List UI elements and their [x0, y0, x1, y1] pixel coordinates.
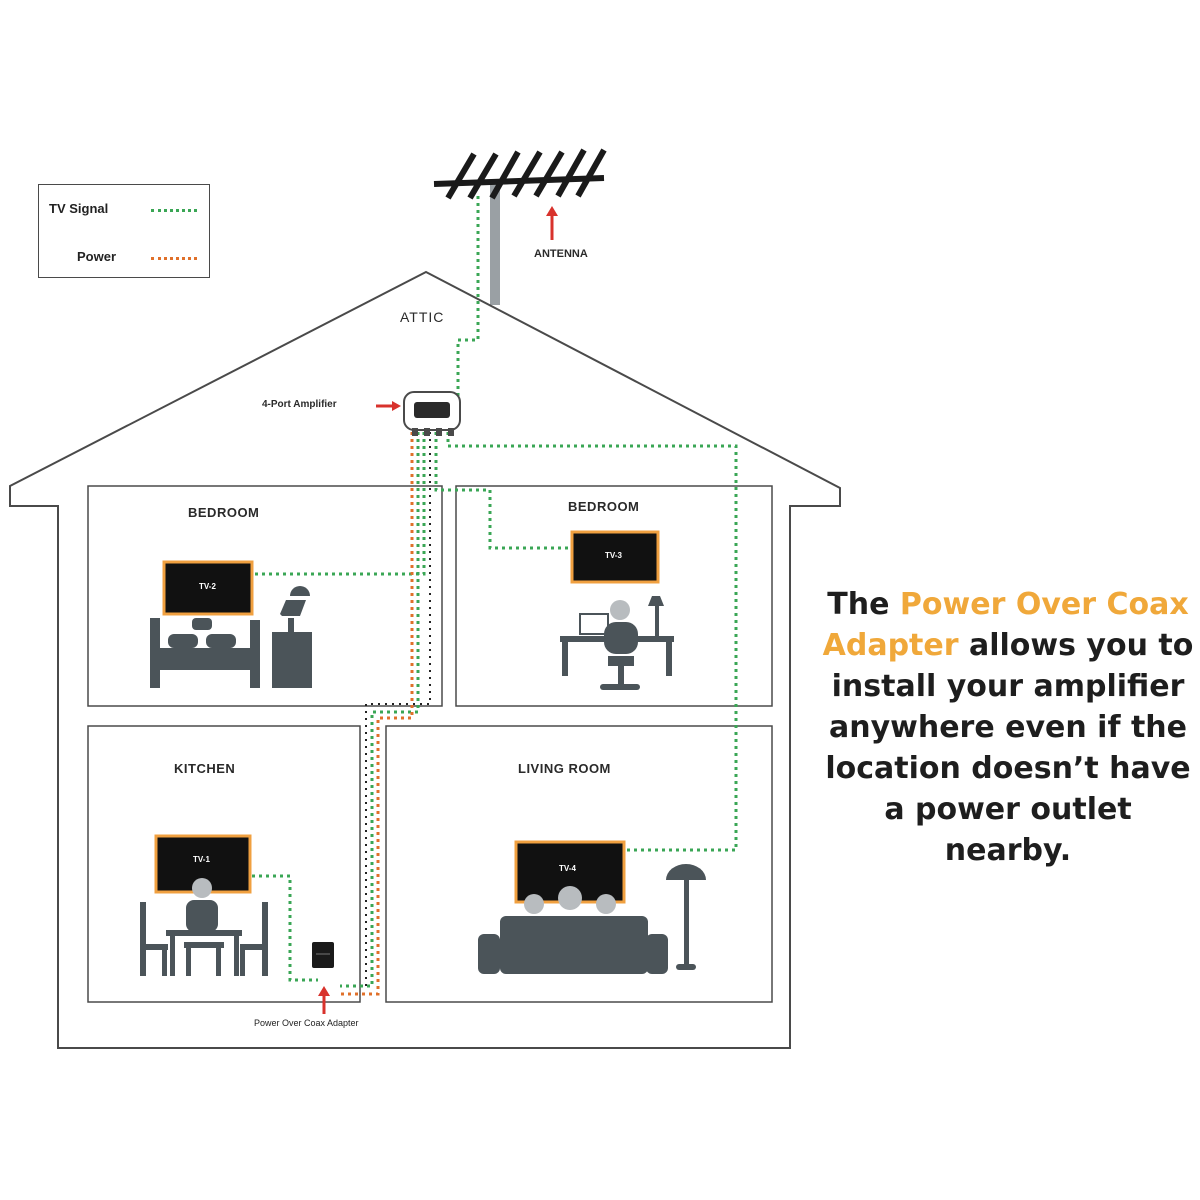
description-highlight: Power Over Coax Adapter [822, 587, 1189, 663]
room-title-kitchen: KITCHEN [174, 761, 236, 776]
adapter-arrow-icon [318, 986, 330, 1014]
power-lines [340, 432, 414, 996]
room-bedroom-right [455, 485, 773, 707]
room-bedroom-left [87, 485, 443, 707]
tv-2-screen [162, 560, 254, 616]
antenna-arrow-icon [546, 206, 558, 240]
house-outline [9, 270, 841, 1049]
antenna-label: ANTENNA [534, 248, 588, 260]
description-pre: The [827, 587, 900, 622]
description-text: The Power Over Coax Adapter allows you t… [816, 584, 1200, 871]
desk-icon [560, 596, 674, 690]
adapter-icon [312, 942, 334, 968]
bed-icon [150, 618, 260, 688]
amplifier-icon [403, 391, 461, 436]
room-title-bedroom-right: BEDROOM [568, 499, 640, 514]
legend-tv-signal-label: TV Signal [49, 201, 109, 216]
tv-3-label: TV-3 [605, 551, 622, 560]
tv-4-label: TV-4 [559, 864, 576, 873]
legend-tv-signal-swatch [151, 209, 197, 212]
sofa-icon [478, 886, 668, 974]
legend-power-swatch [151, 257, 197, 260]
antenna-icon [433, 148, 607, 305]
legend-power-label: Power [77, 249, 117, 264]
adapter-label: Power Over Coax Adapter [254, 1018, 359, 1028]
dining-table-icon [140, 878, 268, 976]
amplifier-label: 4-Port Amplifier [262, 399, 337, 410]
description-post: allows you to install your amplifier any… [825, 628, 1194, 868]
room-title-bedroom-left: BEDROOM [188, 505, 260, 520]
tv-2-label: TV-2 [199, 582, 216, 591]
tv-signal-lines [252, 196, 738, 988]
nightstand-lamp-icon [272, 586, 312, 688]
room-title-living-room: LIVING ROOM [518, 761, 611, 776]
attic-label: ATTIC [400, 309, 445, 325]
room-living [385, 725, 773, 1003]
tv-1-label: TV-1 [193, 855, 210, 864]
room-kitchen [87, 725, 361, 1003]
amplifier-arrow-icon [376, 401, 401, 411]
floor-lamp-icon [666, 864, 706, 970]
legend: TV Signal Power [38, 184, 210, 278]
tv-3-screen [570, 530, 660, 584]
